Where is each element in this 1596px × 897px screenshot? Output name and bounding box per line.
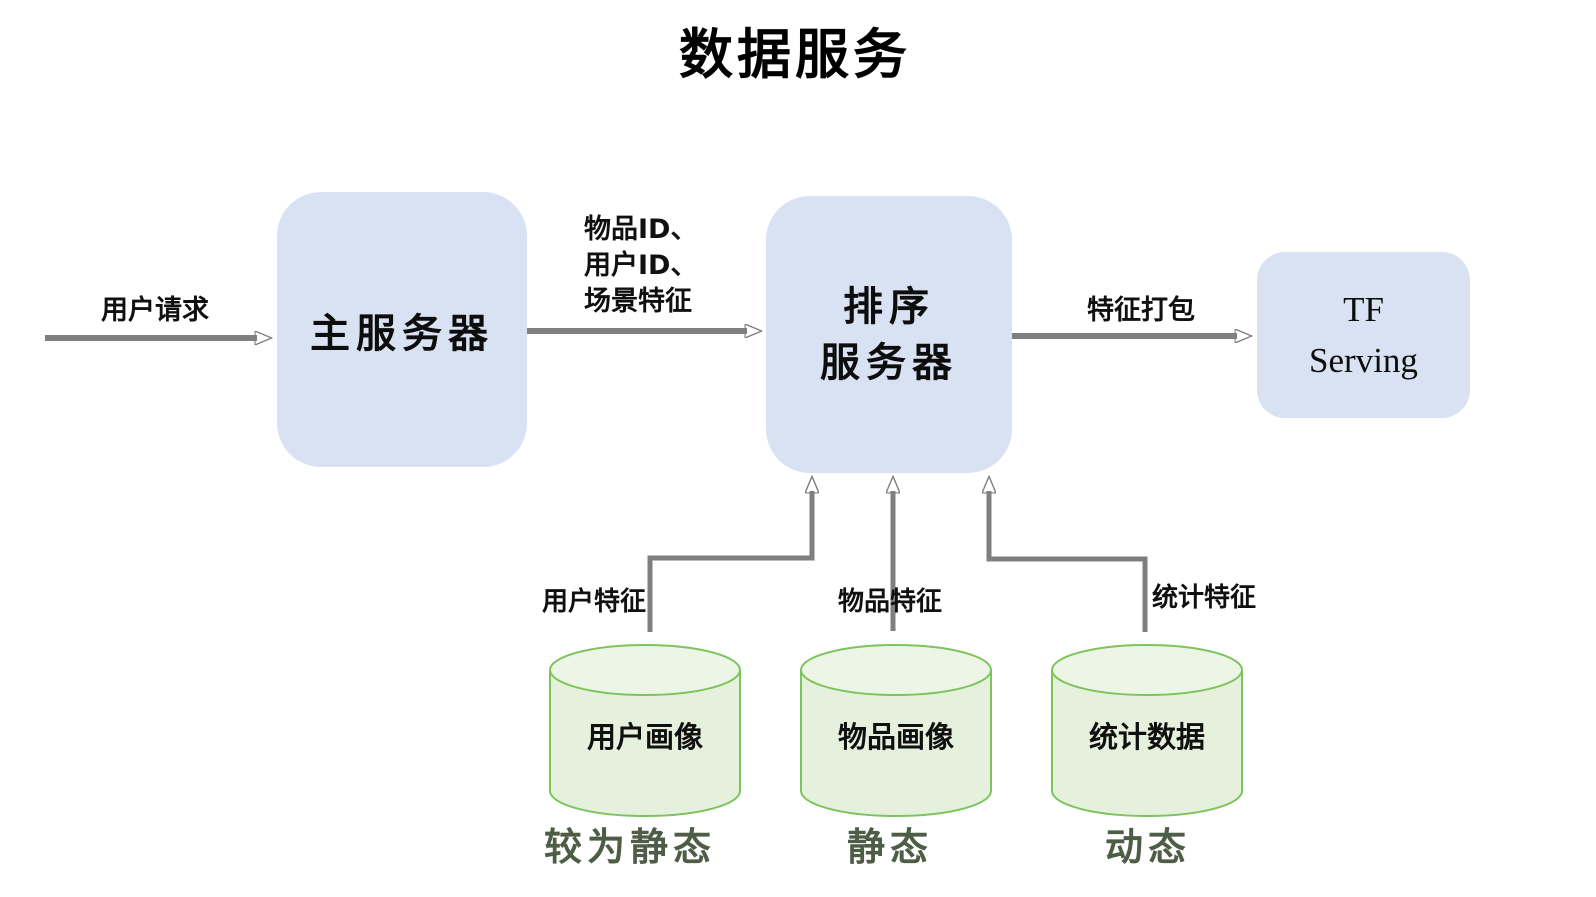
database-item-profile: 物品画像	[798, 643, 994, 818]
state-label-mostly-static: 较为静态	[543, 825, 716, 869]
node-ranking-server-label-line1: 排序	[843, 283, 935, 330]
state-label-static: 静态	[846, 825, 933, 869]
database-statistics: 统计数据	[1049, 643, 1245, 818]
node-ranking-server-label-line2: 服务器	[820, 339, 958, 386]
node-tf-serving-label-line1: TF	[1343, 290, 1384, 329]
database-user-profile: 用户画像	[547, 643, 743, 818]
database-label: 统计数据	[1088, 720, 1205, 754]
database-label: 物品画像	[837, 720, 954, 754]
edge-label-feature-packing: 特征打包	[1087, 295, 1195, 326]
node-tf-serving: TF Serving	[1257, 252, 1470, 418]
edge-label-user-request: 用户请求	[101, 295, 209, 326]
edge-label-request-payload: 物品ID、 用户ID、 场景特征	[584, 212, 697, 320]
node-ranking-server: 排序 服务器	[766, 196, 1012, 473]
cylinder-icon	[800, 644, 992, 817]
page-title: 数据服务	[679, 23, 911, 86]
edge-label-user-features: 用户特征	[541, 587, 646, 617]
edge-label-request-payload-line2: 用户ID、	[584, 250, 698, 281]
arrow-user-features	[647, 491, 812, 632]
node-main-server-label: 主服务器	[310, 310, 494, 357]
cylinder-icon	[549, 644, 741, 817]
node-tf-serving-label-line2: Serving	[1309, 341, 1418, 380]
edge-label-request-payload-line3: 场景特征	[584, 286, 692, 317]
node-main-server: 主服务器	[277, 192, 527, 467]
state-label-dynamic: 动态	[1104, 825, 1191, 869]
arrow-stat-features	[989, 491, 1148, 632]
edge-label-stat-features: 统计特征	[1152, 583, 1257, 613]
cylinder-icon	[1051, 644, 1243, 817]
database-label: 用户画像	[586, 720, 703, 754]
edge-label-item-features: 物品特征	[837, 587, 942, 617]
edge-label-request-payload-line1: 物品ID、	[584, 214, 698, 245]
